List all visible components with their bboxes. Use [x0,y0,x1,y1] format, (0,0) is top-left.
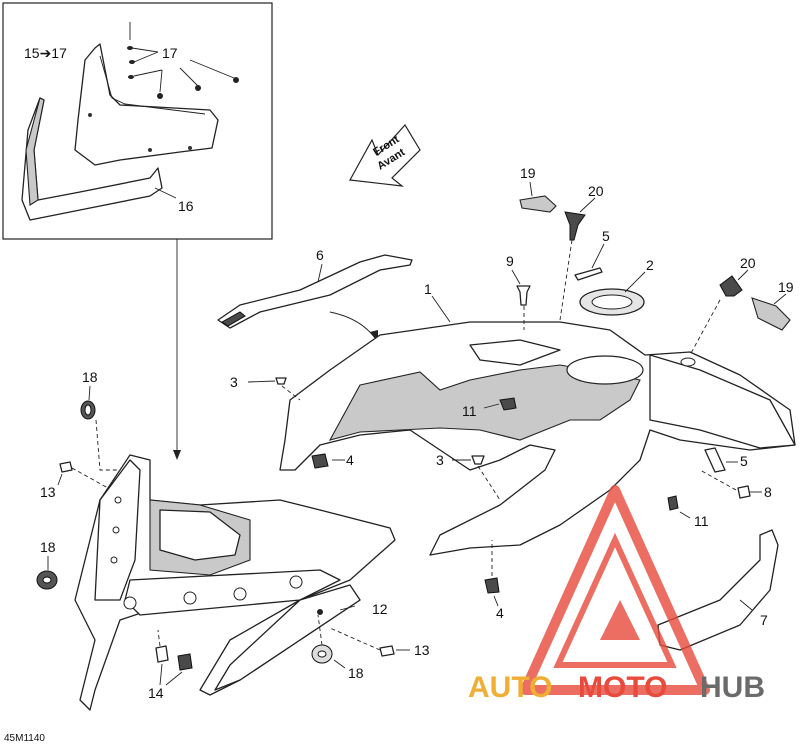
clip-11-upper [499,397,517,411]
callout-20-left: 20 [588,183,604,199]
clip-14-b [177,653,193,671]
callout-9: 9 [506,253,514,269]
trim-panel-6 [217,254,413,329]
fuel-opening [566,355,644,385]
callout-18-left: 18 [40,539,56,555]
callout-19-right: 19 [778,279,794,295]
callout-1: 1 [424,281,432,297]
watermark-auto: AUTO [468,671,552,704]
watermark-moto: MOTO [578,671,667,704]
handle-19-right [751,297,791,331]
screw-3-right [471,455,485,465]
fastener-17 [127,46,133,50]
callout-4-upper: 4 [346,452,354,468]
screw-3-left [275,377,287,385]
callout-19-left: 19 [520,165,536,181]
callout-5-top: 5 [602,228,610,244]
strip-5-right [704,447,726,473]
callout-8: 8 [764,484,772,500]
callout-3-right: 3 [436,452,444,468]
lock-20-right [719,275,743,297]
watermark-hub: HUB [700,671,765,704]
handle-19-left [519,195,557,213]
callout-4-lower: 4 [496,605,504,621]
callout-12: 12 [372,601,388,617]
callout-3-left: 3 [230,374,238,390]
side-panel-7 [657,529,779,651]
callout-16: 16 [178,198,194,214]
bolt-8 [737,485,751,499]
clip-11-right [667,495,679,511]
watermark-logo [520,485,710,695]
callout-2: 2 [646,257,654,273]
bolt-13-right [379,645,395,657]
callout-11-upper: 11 [462,403,477,419]
callout-6: 6 [316,247,324,263]
clip-4-lower [484,577,500,594]
callout-11-right: 11 [694,513,709,529]
diagram-code: 45M1140 [4,733,45,744]
callout-18-bottom: 18 [348,665,364,681]
clip-14-a [155,645,169,663]
callout-5-right: 5 [740,453,748,469]
clip-4-upper [311,453,329,469]
front-direction-arrow [349,123,421,187]
screw-9 [516,285,531,306]
callout-18-top: 18 [82,369,98,385]
strip-5-top [574,267,603,281]
callout-17-inset: 17 [162,45,178,61]
lock-20-left [564,211,586,241]
callout-15-17: 15➔17 [24,45,67,61]
callout-20-right: 20 [740,255,756,271]
bolt-13-left [59,461,73,473]
callout-13-left: 13 [40,484,56,500]
callout-7: 7 [760,612,768,628]
callout-14: 14 [148,685,164,701]
callout-13-right: 13 [414,642,430,658]
